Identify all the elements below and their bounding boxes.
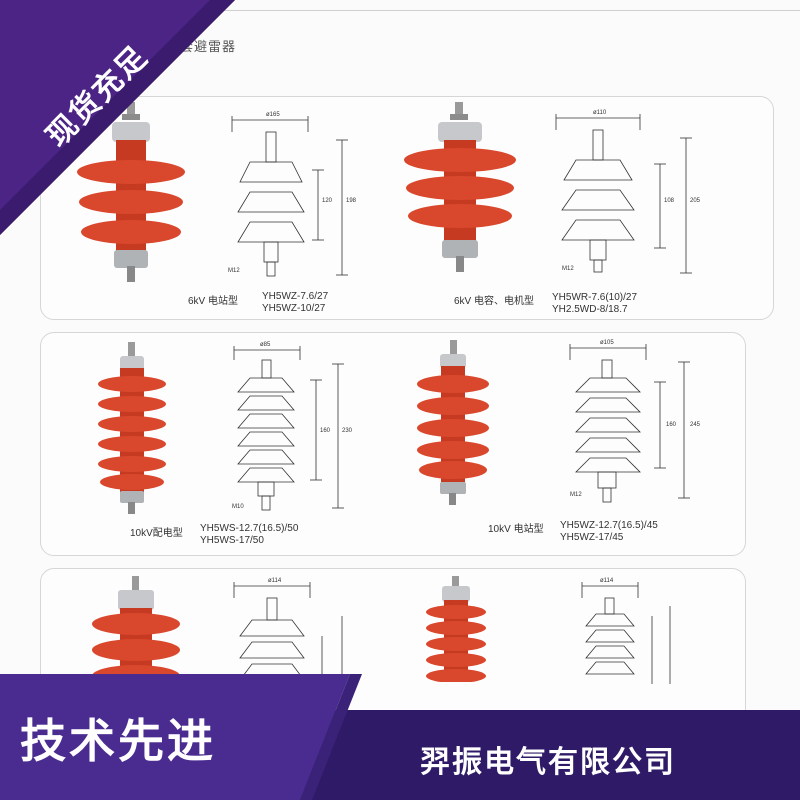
model-label: YH5WZ-10/27 xyxy=(262,303,326,314)
product-block: ø165 120 198 M12 6kV 电站型 YH5WZ-7.6/27 YH… xyxy=(70,100,370,315)
dimension-drawing xyxy=(581,582,671,684)
dimension-drawing xyxy=(231,116,348,277)
product-block: ø85 160 230 M10 10kV配电型 YH5WS-12.7(16.5)… xyxy=(90,336,390,551)
dimension-total-height-label: 205 xyxy=(690,198,701,204)
arrester-photo xyxy=(426,576,486,682)
corner-ribbon xyxy=(0,0,235,235)
catalog-header-title: 套避雷器 xyxy=(180,39,237,54)
model-label: YH5WR-7.6(10)/27 xyxy=(552,292,638,303)
thread-label: M10 xyxy=(232,504,244,510)
model-label: YH5WS-17/50 xyxy=(200,535,264,546)
product-block: ø110 108 205 M12 6kV 电容、电机型 YH5WR-7.6(10… xyxy=(398,100,718,315)
thread-label: M12 xyxy=(562,266,574,272)
dimension-total-height-label: 230 xyxy=(342,428,353,434)
company-name: 羿振电气有限公司 xyxy=(420,746,676,779)
voltage-class-label: 10kV 电站型 xyxy=(488,524,544,535)
slogan-text: 技术先进 xyxy=(20,715,216,767)
voltage-class-label: 6kV 电容、电机型 xyxy=(454,296,535,307)
model-label: YH5WS-12.7(16.5)/50 xyxy=(200,523,299,534)
dimension-width-label: ø114 xyxy=(600,578,614,584)
dimension-drawing xyxy=(569,344,690,503)
dimension-total-height-label: 198 xyxy=(346,198,357,204)
model-label: YH2.5WD-8/18.7 xyxy=(552,304,628,315)
voltage-class-label: 6kV 电站型 xyxy=(188,296,239,307)
product-block: ø114 xyxy=(80,572,380,684)
thread-label: M12 xyxy=(570,492,582,498)
dimension-height-label: 160 xyxy=(666,422,677,428)
model-label: YH5WZ-7.6/27 xyxy=(262,291,329,302)
arrester-photo xyxy=(92,576,180,682)
dimension-width-label: ø110 xyxy=(593,110,607,116)
top-divider xyxy=(160,10,800,11)
arrester-photo xyxy=(77,102,185,282)
dimension-width-label: ø85 xyxy=(260,342,271,348)
dimension-height-label: 120 xyxy=(322,198,333,204)
arrester-photo xyxy=(98,342,166,514)
dimension-total-height-label: 245 xyxy=(690,422,701,428)
dimension-drawing xyxy=(233,582,343,684)
dimension-height-label: 108 xyxy=(664,198,675,204)
model-label: YH5WZ-12.7(16.5)/45 xyxy=(560,520,658,531)
arrester-photo xyxy=(404,102,516,272)
thread-label: M12 xyxy=(228,268,240,274)
dimension-width-label: ø114 xyxy=(268,578,282,584)
voltage-class-label: 10kV配电型 xyxy=(130,528,183,539)
arrester-photo xyxy=(417,340,489,505)
dimension-drawing xyxy=(555,114,692,274)
product-block: ø114 xyxy=(410,572,710,684)
dimension-drawing xyxy=(233,346,344,511)
dimension-height-label: 160 xyxy=(320,428,331,434)
product-block: ø105 160 245 M12 10kV 电站型 YH5WZ-12.7(16.… xyxy=(410,336,710,551)
model-label: YH5WZ-17/45 xyxy=(560,532,624,543)
bottom-banner xyxy=(0,674,800,800)
dimension-width-label: ø105 xyxy=(600,340,614,346)
dimension-width-label: ø165 xyxy=(266,112,280,118)
